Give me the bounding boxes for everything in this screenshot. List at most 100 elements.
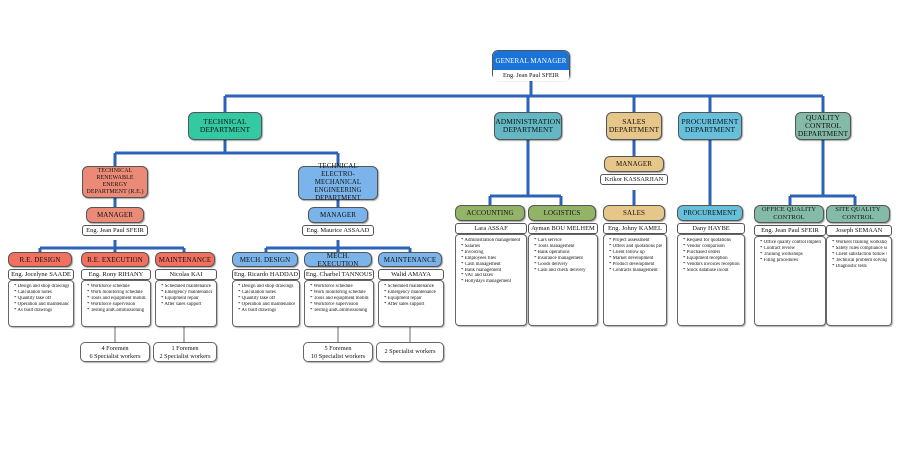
task-item: Emergency maintenance <box>161 290 212 296</box>
task-item: Calculation notes <box>238 290 295 296</box>
em-manager-label: MANAGER <box>308 207 368 223</box>
task-item: Invoicing <box>461 250 522 256</box>
task-item: Purchased orders <box>683 250 740 256</box>
task-item: Work monitoring schedule <box>87 290 146 296</box>
task-item: Emergency maintenance <box>384 290 439 296</box>
task-item: As built drawings <box>238 308 295 314</box>
sales-title: SALES <box>603 205 665 221</box>
office-qc-title: OFFICE QUALITY CONTROL <box>754 205 824 223</box>
task-item: Insurance management <box>534 256 593 262</box>
office-qc-tasks: Office quality control implementationCon… <box>754 236 826 326</box>
task-item: Contracts management <box>609 268 662 274</box>
task-item: Client satisfaction follow up <box>832 252 887 258</box>
general-manager-title: GENERAL MANAGER <box>493 51 569 70</box>
office-qc-name: Eng. Jean Paul SFEIR <box>754 225 826 236</box>
re-manager-node: MANAGER Eng. Jean Paul SFEIR <box>82 207 148 240</box>
task-item: Safety rules compliance supervision <box>832 246 887 252</box>
task-item: Client follow up <box>609 250 662 256</box>
accounting-tasks: Administration managementSalariesInvoici… <box>455 234 527 326</box>
task-item: Scheduled maintenance <box>161 284 212 290</box>
administration-department: ADMINISTRATION DEPARTMENT <box>494 112 562 140</box>
task-item: Tools and equipment mobilization <box>310 296 369 302</box>
task-item: Diagnostic tests <box>832 264 887 270</box>
task-item: Bank operations <box>534 250 593 256</box>
task-item: Market development <box>609 256 662 262</box>
task-item: Administration management <box>461 238 522 244</box>
staff-line: 4 Foremen <box>101 345 129 352</box>
procurement-department: PROCUREMENT DEPARTMENT <box>678 112 742 140</box>
site-qc-title: SITE QUALITY CONTROL <box>826 205 890 223</box>
re-execution-title: R.E. EXECUTION <box>81 252 149 267</box>
site-qc-name: Joseph SEMAAN <box>826 225 892 236</box>
mech-execution-title: MECH. EXECUTION <box>304 252 372 268</box>
general-manager-node: GENERAL MANAGER Eng. Jean Paul SFEIR <box>492 50 570 81</box>
mech-execution-staff: 5 Foremen 10 Specialist workers <box>303 342 373 362</box>
mech-execution-tasks: Workforce scheduleWork monitoring schedu… <box>304 280 374 327</box>
re-maintenance-staff: 1 Foremen 2 Specialist workers <box>153 342 217 362</box>
procurement-title: PROCUREMENT <box>677 205 743 221</box>
task-item: Workers training workshops <box>832 240 887 246</box>
task-item: Employees files <box>461 256 522 262</box>
task-item: Design and shop drawings <box>238 284 295 290</box>
re-design-name: Eng. Jocelyne SAADE <box>8 269 74 280</box>
task-item: Vendors invoices reception <box>683 262 740 268</box>
task-item: Request for quotations <box>683 238 740 244</box>
staff-line: 2 Specialist workers <box>384 348 436 355</box>
task-item: Technical problem solving procedure <box>832 258 887 264</box>
task-item: Cash management <box>461 262 522 268</box>
task-item: Tools and equipment mobilization <box>87 296 146 302</box>
staff-line: 6 Specialist workers <box>89 353 141 360</box>
task-item: Equipment repair <box>384 296 439 302</box>
task-item: Tools management <box>534 244 593 250</box>
task-item: Offers and quotations preparation <box>609 244 662 250</box>
task-item: Project assessment <box>609 238 662 244</box>
re-execution-staff: 4 Foremen 6 Specialist workers <box>80 342 150 362</box>
task-item: Bank management <box>461 268 522 274</box>
em-manager-name: Eng. Maurice ASSAAD <box>302 225 374 236</box>
logistics-tasks: Cars serviceTools managementBank operati… <box>528 234 598 326</box>
em-maintenance-name: Walid AMAYA <box>378 269 444 280</box>
re-execution-name: Eng. Rony RIHANY <box>81 269 151 280</box>
re-design-title: R.E. DESIGN <box>8 252 72 267</box>
task-item: Work monitoring schedule <box>310 290 369 296</box>
technical-department: TECHNICAL DEPARTMENT <box>188 112 262 140</box>
task-item: As built drawings <box>14 308 69 314</box>
task-item: After sales support <box>161 302 212 308</box>
em-manager-node: MANAGER Eng. Maurice ASSAAD <box>302 207 374 240</box>
task-item: Hollydays management <box>461 279 522 285</box>
accounting-name: Lara ASSAF <box>455 223 527 234</box>
mech-design-tasks: Design and shop drawingsCalculation note… <box>232 280 300 327</box>
task-item: Quantity take off <box>14 296 69 302</box>
task-item: Testing andCommissioning <box>87 308 146 314</box>
staff-line: 10 Specialist workers <box>310 353 366 360</box>
mech-design-name: Eng. Ricardo HADDAD <box>232 269 300 280</box>
task-item: Product development <box>609 262 662 268</box>
sales-department: SALES DEPARTMENT <box>606 112 662 140</box>
sales-name: Eng. Johny KAMEL <box>603 223 667 234</box>
staff-line: 5 Foremen <box>324 345 352 352</box>
task-item: Vendor comparison <box>683 244 740 250</box>
task-item: Goods delivery <box>534 262 593 268</box>
em-maintenance-title: MAINTENANCE <box>378 252 442 267</box>
renewable-energy-department: TECHNICAL RENEWABLE ENERGY DEPARTMENT (R… <box>82 166 148 198</box>
logistics-name: Ayman BOU MELHEM <box>528 223 598 234</box>
task-item: After sales support <box>384 302 439 308</box>
mech-design-title: MECH. DESIGN <box>232 252 298 267</box>
re-maintenance-name: Nicolas KAI <box>155 269 217 280</box>
sales-manager-label: MANAGER <box>604 156 664 172</box>
re-manager-name: Eng. Jean Paul SFEIR <box>82 225 148 236</box>
procurement-name: Dany HAYBE <box>677 223 745 234</box>
task-item: Equipment repair <box>161 296 212 302</box>
task-item: Testing andCommissioning <box>310 308 369 314</box>
logistics-title: LOGISTICS <box>528 205 596 221</box>
procurement-tasks: Request for quotationsVendor comparisonP… <box>677 234 745 326</box>
re-design-tasks: Design and shop drawingsCalculation note… <box>8 280 74 327</box>
task-item: Office quality control implementation <box>760 240 821 246</box>
task-item: Workforce schedule <box>87 284 146 290</box>
task-item: VAT and taxes <box>461 273 522 279</box>
quality-control-department: QUALITY CONTROL DEPARTMENT <box>795 112 851 140</box>
sales-manager-node: MANAGER Krikor KASSARJIAN <box>600 156 668 190</box>
task-item: Cash and check delivery <box>534 268 593 274</box>
